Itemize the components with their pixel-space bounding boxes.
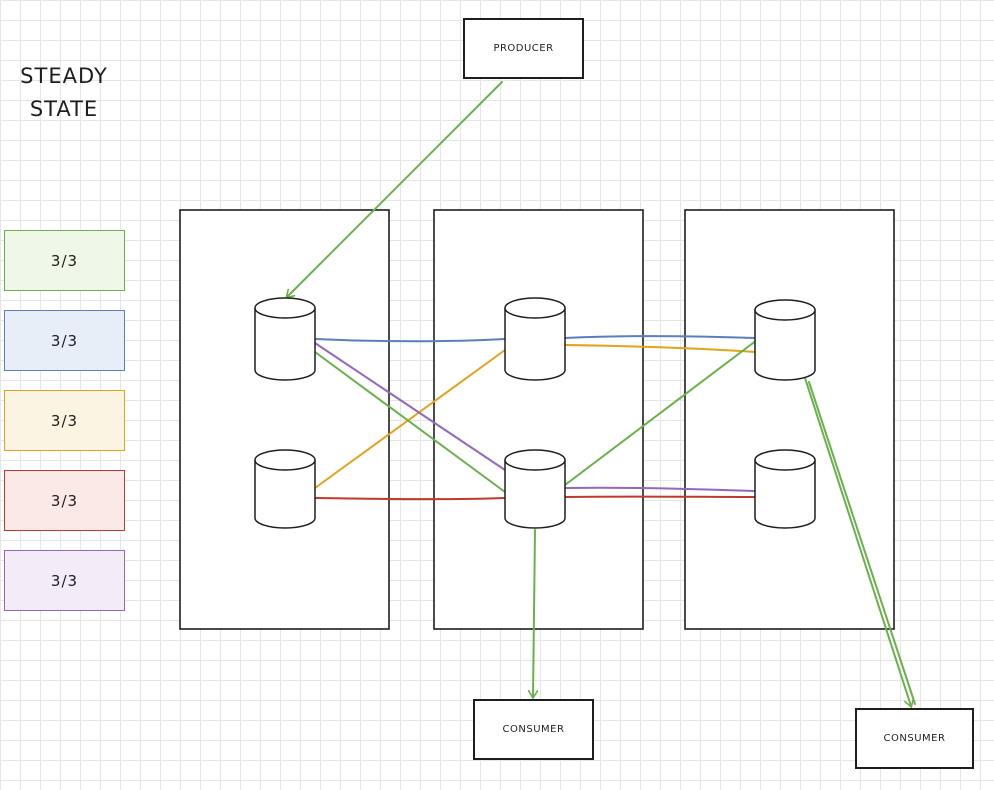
consumer-box-2: CONSUMER xyxy=(855,708,974,769)
replica-badge-orange: 3/3 xyxy=(4,390,125,451)
consumer-box-1: CONSUMER xyxy=(473,699,594,760)
partition-cylinder xyxy=(504,297,566,381)
arrow-partition-to-consumer-2b xyxy=(808,381,916,705)
link-orange-1 xyxy=(314,349,506,489)
arrow-partition-to-consumer-2a xyxy=(804,377,911,706)
replication-links xyxy=(314,335,758,501)
replica-badge-purple: 3/3 xyxy=(4,550,125,611)
link-purple-2 xyxy=(564,486,756,492)
link-purple-1 xyxy=(314,342,506,471)
arrow-partition-to-consumer-1 xyxy=(533,529,535,697)
broker-3 xyxy=(684,209,895,630)
partition-cylinder xyxy=(254,297,316,381)
broker-1 xyxy=(179,209,390,630)
partition-cylinder xyxy=(754,299,816,381)
data-flow-arrows xyxy=(287,81,916,706)
link-blue-2 xyxy=(564,335,756,339)
partitions xyxy=(254,297,816,529)
partition-cylinder xyxy=(504,449,566,529)
diagram-title: STEADY STATE xyxy=(8,60,120,126)
link-green-1 xyxy=(314,351,506,493)
link-green-2 xyxy=(564,339,758,486)
link-blue-1 xyxy=(314,338,506,343)
link-orange-2 xyxy=(564,344,756,353)
arrow-producer-to-partition xyxy=(287,81,503,297)
producer-box: PRODUCER xyxy=(463,18,584,79)
partition-cylinder xyxy=(254,449,316,529)
partition-cylinder xyxy=(754,449,816,529)
title-line-1: STEADY xyxy=(20,64,108,88)
broker-2 xyxy=(433,209,644,630)
replica-badge-blue: 3/3 xyxy=(4,310,125,371)
replica-badge-green: 3/3 xyxy=(4,230,125,291)
link-red-1 xyxy=(314,497,506,501)
title-line-2: STATE xyxy=(29,97,99,121)
replica-badge-red: 3/3 xyxy=(4,470,125,531)
